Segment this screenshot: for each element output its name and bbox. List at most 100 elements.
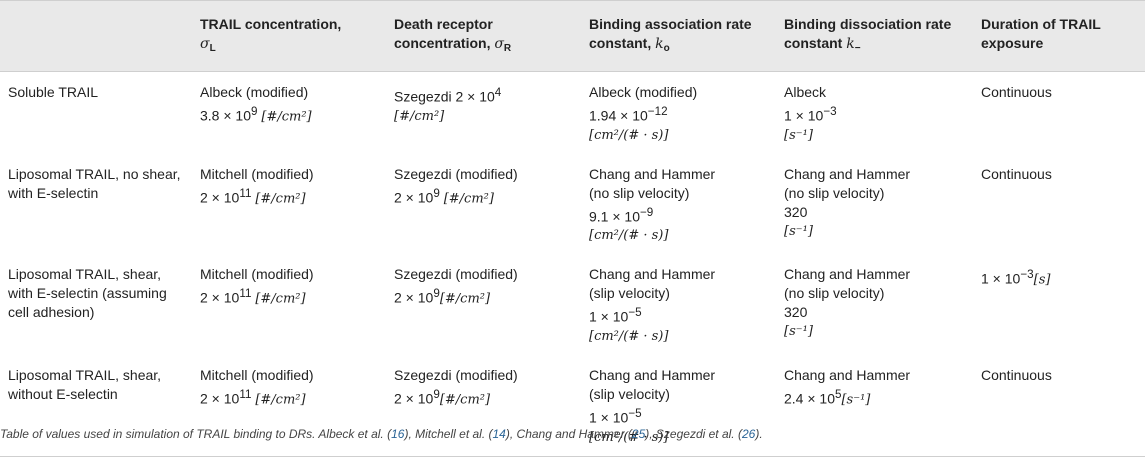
cell-note: (no slip velocity) bbox=[784, 285, 885, 302]
value-exponent: 11 bbox=[239, 186, 252, 200]
cell-source: Chang and Hammer bbox=[589, 266, 716, 283]
value-unit: [#/cm²] bbox=[255, 291, 306, 307]
header-subscript: o bbox=[663, 43, 670, 54]
cell-k-off: Chang and Hammer (no slip velocity) 320 … bbox=[776, 253, 973, 354]
caption-text: ). bbox=[755, 427, 763, 441]
row-label: Liposomal TRAIL, shear, without E-select… bbox=[0, 353, 192, 457]
header-row: TRAIL concentration, σL Death receptor c… bbox=[0, 0, 1145, 72]
header-symbol: k bbox=[655, 36, 664, 52]
value-unit: [#/cm²] bbox=[255, 392, 306, 408]
value-unit: [#/cm²] bbox=[261, 109, 312, 125]
table-body: Soluble TRAIL Albeck (modified) 3.8 × 10… bbox=[0, 72, 1145, 457]
value-mantissa: 2 × 10 bbox=[200, 189, 240, 206]
value-unit: [cm²/(# · s)] bbox=[589, 228, 669, 244]
value-unit: [#/cm²] bbox=[394, 108, 445, 124]
citation-link[interactable]: 14 bbox=[492, 427, 506, 441]
cell-note: (slip velocity) bbox=[589, 385, 670, 402]
header-text: Binding association rate constant, bbox=[589, 16, 752, 51]
cell-value: 1 × 10−5 bbox=[589, 303, 768, 327]
header-subscript: R bbox=[503, 43, 512, 54]
cell-source: Albeck (modified) bbox=[200, 84, 309, 100]
caption-text: ), Mitchell et al. ( bbox=[404, 427, 493, 441]
cell-sigma-r: Szegezdi (modified) 2 × 109[#/cm²] bbox=[386, 353, 581, 457]
cell-value: 320 bbox=[784, 304, 808, 321]
cell-sigma-l: Mitchell (modified) 2 × 1011 [#/cm²] bbox=[192, 353, 386, 457]
citation-link[interactable]: 16 bbox=[391, 427, 405, 441]
cell-value: 1 × 10−3[s] bbox=[981, 265, 1137, 290]
cell-note: (no slip velocity) bbox=[784, 184, 885, 201]
cell-value: 2.4 × 105[s⁻¹] bbox=[784, 385, 965, 410]
header-text: Binding dissociation rate constant bbox=[784, 16, 952, 51]
header-text: Duration of TRAIL exposure bbox=[981, 16, 1101, 51]
value-unit: [s⁻¹] bbox=[784, 223, 813, 239]
value-unit: [#/cm²] bbox=[439, 291, 491, 307]
value-exponent: −3 bbox=[1020, 268, 1034, 282]
value-unit: [s⁻¹] bbox=[784, 127, 813, 143]
value-mantissa: 2 × 10 bbox=[394, 289, 434, 306]
cell-source: Chang and Hammer bbox=[589, 366, 716, 383]
cell-source: Szegezdi (modified) bbox=[394, 366, 518, 383]
cell-k-on: Albeck (modified) 1.94 × 10−12 [cm²/(# ·… bbox=[581, 72, 776, 153]
cell-value: 2 × 1011 [#/cm²] bbox=[200, 284, 378, 309]
header-cell-k-off: Binding dissociation rate constant k− bbox=[776, 0, 973, 72]
value-unit: [#/cm²] bbox=[255, 191, 306, 207]
cell-value: 2 × 109[#/cm²] bbox=[394, 284, 573, 309]
table-row: Liposomal TRAIL, shear, without E-select… bbox=[0, 353, 1145, 457]
cell-value: 1 × 10−5 bbox=[589, 404, 768, 428]
cell-source: Mitchell (modified) bbox=[200, 366, 314, 383]
value-exponent: 9 bbox=[433, 186, 440, 200]
value-exponent: 4 bbox=[494, 86, 502, 99]
value-unit: [#/cm²] bbox=[443, 191, 494, 207]
cell-value: 2 × 109 [#/cm²] bbox=[394, 184, 573, 209]
cell-duration: Continuous bbox=[981, 84, 1052, 100]
header-symbol: k bbox=[846, 36, 855, 52]
cell-duration: 1 × 10−3[s] bbox=[973, 253, 1145, 354]
cell-source: Chang and Hammer bbox=[784, 165, 911, 182]
row-label: Liposomal TRAIL, no shear, with E-select… bbox=[8, 165, 181, 201]
value-unit: [cm²/(# · s)] bbox=[589, 127, 669, 143]
cell-sigma-l: Mitchell (modified) 2 × 1011 [#/cm²] bbox=[192, 253, 386, 354]
row-label: Liposomal TRAIL, shear, with E-selectin … bbox=[8, 266, 167, 321]
value-mantissa: 1 × 10 bbox=[981, 270, 1021, 287]
value-mantissa: 1 × 10 bbox=[784, 107, 824, 124]
value-mantissa: 2 × 10 bbox=[394, 390, 434, 407]
header-subscript: L bbox=[209, 43, 216, 54]
cell-source: Albeck (modified) bbox=[589, 84, 698, 100]
value-mantissa: Szegezdi 2 × 10 bbox=[394, 88, 495, 105]
table-header: TRAIL concentration, σL Death receptor c… bbox=[0, 0, 1145, 72]
value-unit: [#/cm²] bbox=[439, 392, 491, 408]
cell-duration: Continuous bbox=[981, 165, 1052, 182]
citation-link[interactable]: 26 bbox=[741, 427, 756, 441]
cell-source: Mitchell (modified) bbox=[200, 165, 314, 182]
cell-k-on: Chang and Hammer (no slip velocity) 9.1 … bbox=[581, 153, 776, 254]
header-symbol: σ bbox=[200, 36, 210, 52]
citation-link[interactable]: 25 bbox=[631, 427, 646, 441]
value-exponent: 11 bbox=[239, 387, 252, 401]
value-unit: [cm²/(# · s)] bbox=[589, 328, 669, 344]
cell-source: Mitchell (modified) bbox=[200, 266, 314, 283]
header-cell-blank bbox=[0, 0, 192, 72]
cell-value: 2 × 1011 [#/cm²] bbox=[200, 385, 378, 410]
value-mantissa: 3.8 × 10 bbox=[200, 107, 251, 124]
header-cell-sigma-l: TRAIL concentration, σL bbox=[192, 0, 386, 72]
value-exponent: −5 bbox=[628, 406, 642, 420]
cell-source: Szegezdi 2 × 104 bbox=[394, 83, 573, 107]
header-text: TRAIL concentration, bbox=[200, 16, 342, 32]
value-exponent: 9 bbox=[251, 105, 258, 118]
cell-sigma-l: Mitchell (modified) 2 × 1011 [#/cm²] bbox=[192, 153, 386, 254]
value-mantissa: 2 × 10 bbox=[200, 390, 240, 407]
value-unit: [s⁻¹] bbox=[841, 392, 871, 408]
cell-value: 9.1 × 10−9 bbox=[589, 203, 768, 227]
value-exponent: −3 bbox=[823, 105, 837, 118]
header-cell-k-on: Binding association rate constant, ko bbox=[581, 0, 776, 72]
value-mantissa: 2 × 10 bbox=[200, 289, 240, 306]
cell-value: 320 bbox=[784, 203, 808, 220]
value-exponent: −9 bbox=[640, 205, 654, 219]
cell-note: (slip velocity) bbox=[589, 285, 670, 302]
value-mantissa: 2.4 × 10 bbox=[784, 390, 835, 407]
cell-value: 3.8 × 109 [#/cm²] bbox=[200, 102, 378, 127]
cell-value: 1 × 10−3 bbox=[784, 102, 965, 126]
cell-sigma-r: Szegezdi 2 × 104 [#/cm²] bbox=[386, 72, 581, 153]
value-mantissa: 1.94 × 10 bbox=[589, 107, 648, 124]
